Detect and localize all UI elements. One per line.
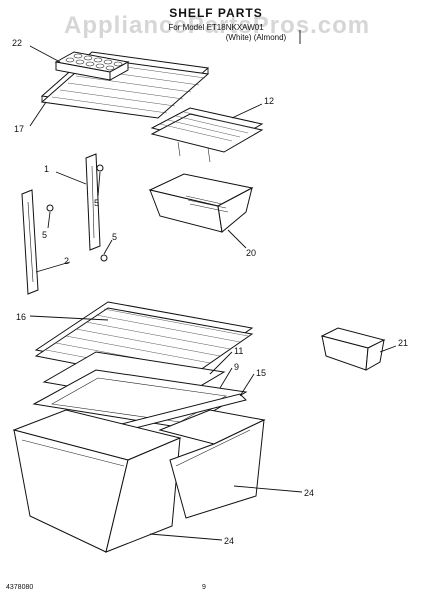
color-note: (White) (Almond) — [225, 33, 287, 42]
screw-parts — [46, 164, 108, 262]
egg-tray — [54, 51, 130, 81]
callout-12: 12 — [264, 96, 274, 106]
small-wire-shelf — [150, 107, 264, 163]
small-bin — [320, 327, 386, 371]
page-number: 9 — [202, 584, 206, 591]
leader-lines — [29, 45, 397, 541]
callout-2: 2 — [64, 256, 69, 266]
shelf-rail-right — [85, 153, 101, 251]
watermark: AppliancePartsPros.com — [64, 12, 371, 39]
crisper-pan-small — [148, 173, 254, 233]
callout-16: 16 — [16, 312, 26, 322]
callout-9: 9 — [234, 362, 239, 372]
callout-5-upper: 5 — [94, 198, 99, 208]
callout-22: 22 — [12, 38, 22, 48]
callout-24-lower: 24 — [224, 536, 234, 546]
callout-11: 11 — [234, 346, 243, 356]
crisper-pan-right — [158, 409, 266, 519]
callout-17: 17 — [14, 124, 24, 134]
callout-15: 15 — [256, 368, 266, 378]
callout-5-left: 5 — [42, 230, 47, 240]
model-subtitle: For Model ET18NKXAW01 — [168, 23, 264, 32]
callout-21: 21 — [398, 338, 408, 348]
document-number: 4378080 — [6, 584, 34, 591]
callout-5-lower: 5 — [112, 232, 117, 242]
callout-20: 20 — [246, 248, 256, 258]
callout-24-right: 24 — [304, 488, 314, 498]
shelf-rail-left — [21, 189, 39, 295]
callout-labels: 22 17 12 1 5 5 5 2 20 16 11 9 15 21 24 2… — [12, 38, 408, 546]
page-title: SHELF PARTS — [169, 6, 263, 20]
crisper-pan-left — [12, 409, 182, 553]
callout-1: 1 — [44, 164, 49, 174]
